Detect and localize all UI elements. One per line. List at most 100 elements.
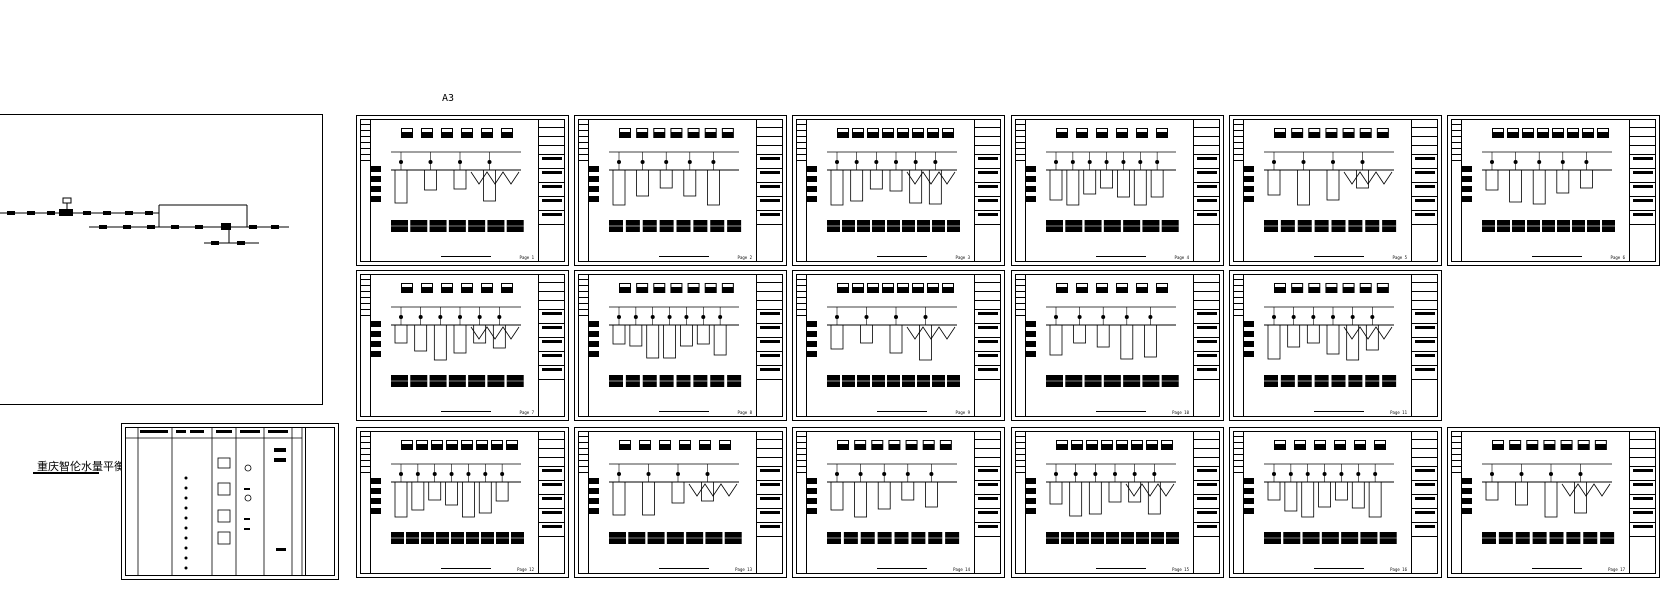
sheet-title-underline <box>1096 566 1147 569</box>
legend-sheet[interactable] <box>121 423 339 580</box>
sheet-page-number: Page 4 <box>1174 255 1189 260</box>
sheet-revision-strip <box>1233 274 1244 417</box>
sheet-revision-strip <box>1015 274 1026 417</box>
sheet-border <box>578 274 783 417</box>
sheet-page-number: Page 9 <box>955 410 970 415</box>
sheet-page-number: Page 7 <box>519 410 534 415</box>
sheet-page-number: Page 15 <box>1172 567 1189 572</box>
sheet-border <box>578 119 783 262</box>
process-sheet[interactable]: Page 2 <box>574 115 787 266</box>
sheet-revision-strip <box>578 431 589 574</box>
sheet-title-underline <box>659 409 710 412</box>
sheet-title-block <box>756 119 783 262</box>
process-flow-schematic <box>1244 128 1397 232</box>
sheet-title-underline <box>1532 254 1583 257</box>
sheet-title-block <box>1629 431 1656 574</box>
sheet-title-block <box>1411 119 1438 262</box>
sheet-title-underline <box>1532 566 1583 569</box>
sheet-revision-strip <box>1233 119 1244 262</box>
sheet-revision-strip <box>1233 431 1244 574</box>
sheet-page-number: Page 11 <box>1390 410 1407 415</box>
sheet-page-number: Page 5 <box>1392 255 1407 260</box>
sheet-title-underline <box>1314 254 1365 257</box>
process-sheet[interactable]: Page 14 <box>792 427 1005 578</box>
process-flow-schematic <box>371 440 524 544</box>
sheet-revision-strip <box>1015 431 1026 574</box>
sheet-border <box>360 431 565 574</box>
process-sheet[interactable]: Page 3 <box>792 115 1005 266</box>
sheet-page-number: Page 2 <box>737 255 752 260</box>
sheet-title-underline <box>1096 409 1147 412</box>
sheet-revision-strip <box>360 274 371 417</box>
sheet-title-block <box>1193 119 1220 262</box>
sheet-border <box>1451 431 1656 574</box>
sheet-title-block <box>756 274 783 417</box>
sheet-title-block <box>1411 274 1438 417</box>
sheet-border <box>1233 119 1438 262</box>
sheet-page-number: Page 16 <box>1390 567 1407 572</box>
process-sheet[interactable]: Page 12 <box>356 427 569 578</box>
sheet-revision-strip <box>578 119 589 262</box>
sheet-page-number: Page 6 <box>1610 255 1625 260</box>
process-sheet[interactable]: Page 11 <box>1229 270 1442 421</box>
process-sheet[interactable]: Page 13 <box>574 427 787 578</box>
sheet-title-block <box>974 274 1001 417</box>
process-flow-schematic <box>1462 128 1615 232</box>
process-sheet[interactable]: Page 1 <box>356 115 569 266</box>
water-balance-flow-diagram <box>0 197 289 245</box>
sheet-title-block <box>538 431 565 574</box>
sheet-revision-strip <box>578 274 589 417</box>
process-flow-schematic <box>371 283 524 387</box>
sheet-revision-strip <box>1451 119 1462 262</box>
legend-symbol-table <box>126 428 303 576</box>
sheet-revision-strip <box>796 431 807 574</box>
sheet-title-block <box>1193 274 1220 417</box>
sheet-revision-strip <box>360 119 371 262</box>
sheet-title-underline <box>1314 566 1365 569</box>
process-flow-schematic <box>1244 283 1397 387</box>
process-flow-schematic <box>1026 440 1179 544</box>
sheet-border <box>1015 431 1220 574</box>
process-flow-schematic <box>1244 440 1397 544</box>
sheet-revision-strip <box>796 119 807 262</box>
sheet-title-underline <box>877 409 928 412</box>
process-sheet[interactable]: Page 16 <box>1229 427 1442 578</box>
process-sheet[interactable]: Page 17 <box>1447 427 1660 578</box>
process-flow-schematic <box>1026 128 1179 232</box>
sheet-border <box>360 274 565 417</box>
process-flow-schematic <box>1026 283 1179 387</box>
sheet-title-underline <box>659 254 710 257</box>
sheet-title-underline <box>659 566 710 569</box>
process-sheet[interactable]: Page 5 <box>1229 115 1442 266</box>
sheet-revision-strip <box>1451 431 1462 574</box>
process-flow-schematic <box>589 283 742 387</box>
process-sheet[interactable]: Page 6 <box>1447 115 1660 266</box>
sheet-page-number: Page 1 <box>519 255 534 260</box>
process-flow-schematic <box>807 440 960 544</box>
sheet-title-block <box>538 119 565 262</box>
sheet-title-block <box>974 431 1001 574</box>
process-flow-schematic <box>807 283 960 387</box>
sheet-title-underline <box>877 566 928 569</box>
sheet-title-underline <box>441 566 492 569</box>
water-balance-sheet[interactable]: 重庆智伦水量平衡图 <box>0 114 323 474</box>
process-flow-schematic <box>371 128 524 232</box>
sheet-title-underline <box>1314 409 1365 412</box>
sheet-border <box>1233 274 1438 417</box>
process-sheet[interactable]: Page 7 <box>356 270 569 421</box>
process-sheet[interactable]: Page 10 <box>1011 270 1224 421</box>
sheet-title-underline <box>441 254 492 257</box>
water-balance-title-underline <box>33 472 99 474</box>
sheet-title-block <box>756 431 783 574</box>
process-sheet[interactable]: Page 4 <box>1011 115 1224 266</box>
process-sheet[interactable]: Page 9 <box>792 270 1005 421</box>
process-sheet[interactable]: Page 15 <box>1011 427 1224 578</box>
sheet-title-block <box>974 119 1001 262</box>
process-flow-schematic <box>589 440 742 544</box>
sheet-title-underline <box>1096 254 1147 257</box>
sheet-revision-strip <box>360 431 371 574</box>
sheet-revision-strip <box>1015 119 1026 262</box>
sheet-border <box>1015 119 1220 262</box>
process-flow-schematic <box>1462 440 1615 544</box>
process-sheet[interactable]: Page 8 <box>574 270 787 421</box>
